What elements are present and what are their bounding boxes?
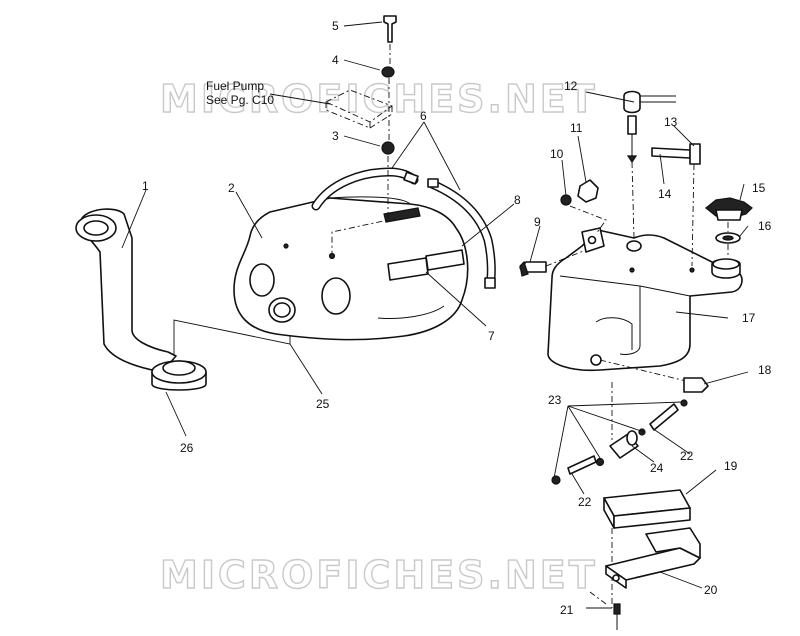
callout-11: 11 bbox=[570, 121, 583, 135]
filler-cap bbox=[151, 360, 207, 391]
fuel-pump-phantom bbox=[324, 89, 393, 129]
callout-12: 12 bbox=[564, 79, 578, 93]
callout-4: 4 bbox=[332, 53, 339, 67]
mount-hardware bbox=[519, 179, 607, 277]
callout-10: 10 bbox=[550, 147, 564, 161]
callout-3: 3 bbox=[332, 129, 339, 143]
callout-8: 8 bbox=[514, 193, 521, 207]
callout-19: 19 bbox=[724, 459, 738, 473]
fuel-pump-note-line2: See Pg. C10 bbox=[206, 93, 274, 107]
callout-22-lower: 22 bbox=[578, 495, 592, 509]
callout-25: 25 bbox=[316, 397, 330, 411]
callout-14: 14 bbox=[658, 187, 672, 201]
callout-20: 20 bbox=[704, 583, 718, 597]
oil-tank-cap bbox=[705, 197, 753, 256]
watermark-bottom: MICROFICHES.NET bbox=[160, 553, 598, 597]
callout-6: 6 bbox=[420, 109, 427, 123]
callout-23: 23 bbox=[548, 393, 562, 407]
callout-7: 7 bbox=[488, 329, 495, 343]
callout-15: 15 bbox=[752, 181, 766, 195]
filler-neck-tube bbox=[75, 208, 177, 373]
oil-tank bbox=[547, 227, 743, 383]
callout-9: 9 bbox=[534, 215, 541, 229]
fuel-tank bbox=[233, 196, 469, 341]
watermark-top: MICROFICHES.NET bbox=[160, 77, 598, 121]
fuel-lines bbox=[311, 167, 496, 289]
callout-17: 17 bbox=[742, 311, 756, 325]
callout-1: 1 bbox=[142, 179, 149, 193]
mounting-pad bbox=[603, 489, 691, 529]
callout-2: 2 bbox=[228, 181, 235, 195]
callout-13: 13 bbox=[664, 115, 678, 129]
breather-fitting bbox=[651, 143, 701, 267]
callout-18: 18 bbox=[758, 363, 772, 377]
oil-filter-line bbox=[551, 377, 709, 608]
callout-21: 21 bbox=[560, 603, 574, 617]
mounting-bracket bbox=[589, 527, 701, 605]
fuel-pump-note-line1: Fuel Pump bbox=[206, 79, 264, 93]
fastener-stack bbox=[331, 15, 397, 254]
callout-5: 5 bbox=[332, 19, 339, 33]
oil-level-sender bbox=[623, 90, 676, 239]
callout-16: 16 bbox=[758, 219, 772, 233]
callout-26: 26 bbox=[180, 441, 194, 455]
leader-lines bbox=[121, 21, 749, 609]
screw bbox=[613, 603, 621, 630]
callout-22-upper: 22 bbox=[680, 449, 694, 463]
callout-24: 24 bbox=[650, 461, 664, 475]
